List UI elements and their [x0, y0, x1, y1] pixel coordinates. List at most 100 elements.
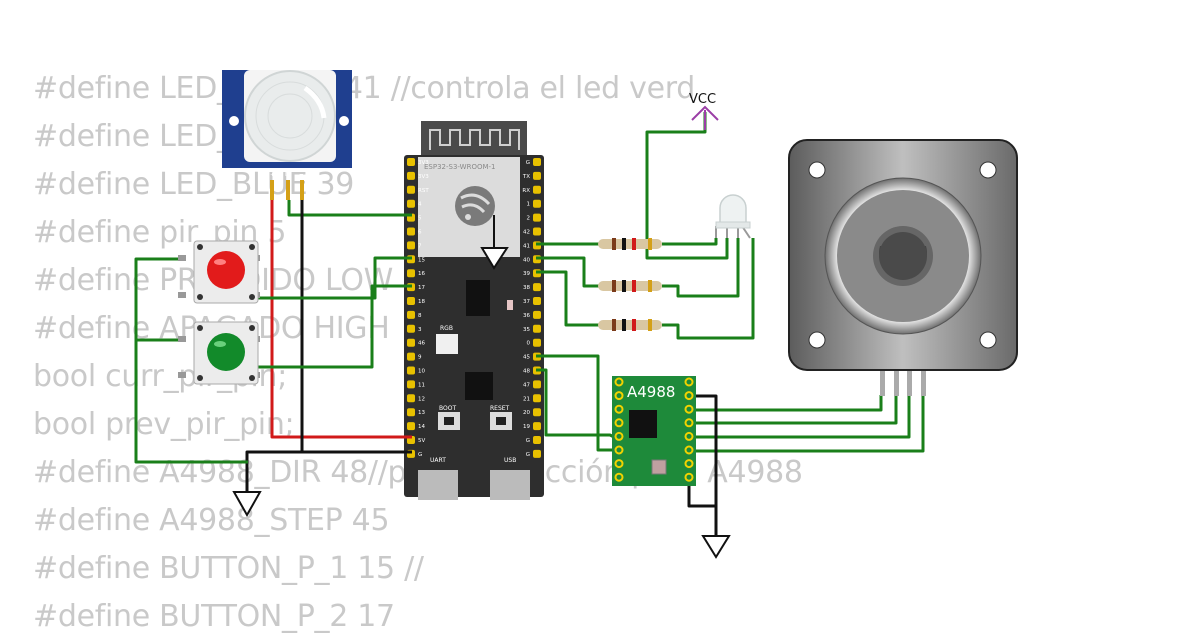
wire-gnd-left[interactable]	[245, 450, 412, 492]
wire-step[interactable]	[536, 354, 614, 452]
code-line: #define BUTTON_P_2 17	[33, 599, 395, 634]
driver-pin[interactable]	[684, 431, 694, 441]
driver-pin[interactable]	[684, 459, 694, 469]
pin-header-dot[interactable]	[407, 338, 415, 347]
rgb-led-component[interactable]	[715, 194, 751, 239]
pin-header-dot[interactable]	[533, 310, 541, 319]
wifi-antenna	[421, 121, 527, 157]
pin-header-dot[interactable]	[533, 422, 541, 431]
wire-button-common-a[interactable]	[134, 257, 248, 464]
resistor-1[interactable]	[598, 238, 662, 250]
pin-header-dot[interactable]	[407, 324, 415, 333]
a4988-left-pins	[614, 377, 624, 482]
pin-header-dot[interactable]	[407, 310, 415, 319]
pin-header-dot[interactable]	[407, 241, 415, 250]
stepper-motor[interactable]	[788, 139, 1018, 396]
pin-label: 9	[418, 355, 422, 361]
pin-header-dot[interactable]	[407, 422, 415, 431]
pin-header-dot[interactable]	[407, 185, 415, 194]
driver-pin[interactable]	[614, 391, 624, 401]
pin-label: 18	[418, 299, 425, 305]
driver-pin[interactable]	[684, 418, 694, 428]
pin-header-dot[interactable]	[533, 213, 541, 222]
pin-header-dot[interactable]	[533, 436, 541, 444]
pin-header-dot[interactable]	[407, 366, 415, 375]
driver-pin[interactable]	[614, 472, 624, 482]
pin-header-dot[interactable]	[407, 171, 415, 180]
pin-header-dot[interactable]	[533, 171, 541, 180]
pin-header-dot[interactable]	[533, 394, 541, 403]
pin-header-dot[interactable]	[407, 297, 415, 305]
wire-button-green[interactable]	[258, 284, 412, 369]
wire-pir-gnd[interactable]	[300, 198, 412, 454]
pin-header-dot[interactable]	[407, 352, 415, 361]
code-line: #define A4988_STEP 45	[33, 503, 390, 538]
wire-motor-3[interactable]	[689, 395, 911, 439]
ground-symbol-center	[480, 247, 509, 270]
pin-label: 36	[523, 313, 530, 319]
driver-pin[interactable]	[614, 445, 624, 455]
pin-header-dot[interactable]	[533, 185, 541, 194]
wire-motor-2[interactable]	[689, 395, 898, 425]
pin-header-dot[interactable]	[533, 199, 541, 208]
driver-pin[interactable]	[614, 459, 624, 469]
wire-button-red[interactable]	[258, 256, 412, 300]
pin-header-dot[interactable]	[533, 449, 541, 458]
wire-motor-1[interactable]	[689, 395, 883, 412]
pin-label: 0	[527, 341, 531, 347]
push-button-red[interactable]	[178, 240, 260, 304]
resistor-3[interactable]	[598, 319, 662, 331]
a4988-driver[interactable]: A4988	[612, 376, 696, 486]
code-line: #define BUTTON_P_1 15 //	[33, 551, 424, 586]
pin-header-dot[interactable]	[533, 408, 541, 417]
pin-header-dot[interactable]	[407, 394, 415, 403]
pin-label: 47	[523, 382, 530, 388]
driver-pin[interactable]	[684, 445, 694, 455]
wire-dir[interactable]	[536, 368, 617, 440]
driver-pin[interactable]	[684, 377, 694, 387]
driver-pin[interactable]	[684, 472, 694, 482]
pin-label: 21	[523, 396, 530, 402]
driver-pin[interactable]	[614, 377, 624, 387]
pin-header-dot[interactable]	[407, 408, 415, 417]
wire-pir-5v[interactable]	[270, 198, 412, 439]
pin-header-dot[interactable]	[407, 199, 415, 208]
module-label: ESP32-S3-WROOM-1	[424, 163, 495, 171]
pin-header-dot[interactable]	[533, 297, 541, 305]
pin-header-dot[interactable]	[533, 227, 541, 236]
driver-pin[interactable]	[614, 431, 624, 441]
wire-pin39[interactable]	[536, 270, 600, 327]
resistor-2[interactable]	[598, 280, 662, 292]
pin-header-dot[interactable]	[533, 380, 541, 389]
driver-pin[interactable]	[684, 391, 694, 401]
wire-pin40[interactable]	[536, 256, 600, 288]
wire-motor-4[interactable]	[689, 395, 925, 453]
boot-label: BOOT	[439, 405, 456, 412]
pin-label: 13	[418, 410, 425, 416]
driver-pin[interactable]	[614, 404, 624, 414]
wire-led-green[interactable]	[662, 238, 718, 246]
pin-header-dot[interactable]	[407, 158, 415, 166]
driver-pin[interactable]	[614, 418, 624, 428]
reset-label: RESET	[490, 405, 510, 412]
pin-label: G	[418, 452, 422, 458]
pin-header-dot[interactable]	[533, 158, 541, 166]
pir-sensor[interactable]: + D −	[222, 70, 352, 200]
wire-pir-data[interactable]	[287, 200, 412, 217]
push-button-green[interactable]	[178, 321, 260, 385]
pin-header-dot[interactable]	[407, 269, 415, 278]
pin-header-dot[interactable]	[407, 227, 415, 236]
pin-header-dot[interactable]	[407, 380, 415, 389]
pin-header-dot[interactable]	[533, 324, 541, 333]
pin-label: G	[526, 452, 530, 458]
wire-led-red[interactable]	[662, 238, 740, 298]
pin-header-dot[interactable]	[533, 338, 541, 347]
pin-label: 41	[523, 243, 530, 249]
vcc-label: VCC	[689, 92, 716, 107]
pin-label: 45	[523, 355, 530, 361]
driver-pin[interactable]	[684, 404, 694, 414]
pin-header-dot[interactable]	[533, 283, 541, 292]
wire-led-blue[interactable]	[662, 238, 755, 340]
esp32-s3-board[interactable]: ESP32-S3-WROOM-1 RGB BOOT RESET UART USB…	[404, 121, 544, 500]
